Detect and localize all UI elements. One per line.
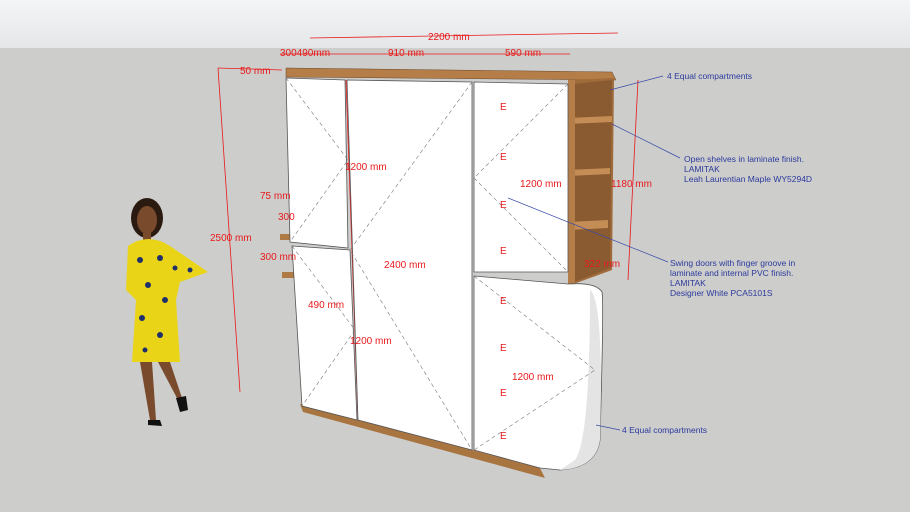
dim-shelf-b: 300: [278, 212, 295, 223]
dim-top-board: 50 mm: [240, 66, 271, 77]
note-line: laminate and internal PVC finish.: [670, 268, 794, 278]
note-line: Swing doors with finger groove in: [670, 258, 796, 268]
dim-middle-section: 910 mm: [388, 48, 425, 59]
open-shelves-unit: [568, 78, 614, 286]
curved-end-shadow: [560, 290, 601, 470]
dim-left-lower: 1200 mm: [350, 336, 392, 347]
dim-middle-height: 2400 mm: [384, 260, 426, 271]
dim-shelf-a: 75 mm: [260, 191, 291, 202]
note-line: LAMITAK: [670, 278, 706, 288]
door-marker: E: [500, 388, 507, 399]
door-marker: E: [500, 102, 507, 113]
dim-shelf-c: 300 mm: [260, 252, 297, 263]
note-line: Open shelves in laminate finish.: [684, 154, 805, 164]
note-top-compartments: 4 Equal compartments: [667, 71, 753, 81]
side-shelves: [280, 234, 296, 278]
dim-right-section: 590 mm: [505, 48, 542, 59]
dim-shelves-height: 1180 mm: [611, 179, 652, 190]
door-marker: E: [500, 152, 507, 163]
door-marker: E: [500, 200, 507, 211]
door-right-upper[interactable]: [473, 81, 569, 273]
dim-overall-height: 2500 mm: [210, 233, 252, 244]
note-bottom-compartments: 4 Equal compartments: [622, 425, 708, 435]
sky-background: [0, 0, 910, 48]
plinth: [300, 404, 545, 478]
top-board: [285, 67, 617, 81]
note-open-shelves: Open shelves in laminate finish. LAMITAK…: [684, 154, 812, 184]
note-line: Designer White PCA5101S: [670, 288, 773, 298]
note-line: LAMITAK: [684, 164, 720, 174]
door-marker: E: [500, 343, 507, 354]
door-marker: E: [500, 296, 507, 307]
dim-shelf-depth: 322 mm: [584, 259, 621, 270]
door-marker: E: [500, 431, 507, 442]
dim-left-lower-width: 490 mm: [308, 300, 345, 311]
leader-lines: [507, 75, 681, 431]
door-swing-lines: [285, 77, 596, 451]
dim-overall-width: 2200 mm: [428, 32, 470, 43]
dim-right-lower: 1200 mm: [512, 372, 554, 383]
dim-right-upper: 1200 mm: [520, 179, 562, 190]
note-swing-doors: Swing doors with finger groove in lamina…: [670, 258, 795, 298]
dim-left-upper: 1200 mm: [345, 162, 387, 173]
door-left-upper[interactable]: [285, 77, 349, 249]
note-line: Leah Laurentian Maple WY5294D: [684, 174, 813, 184]
person-figure: [126, 198, 208, 426]
door-marker: E: [500, 246, 507, 257]
door-left-lower[interactable]: [291, 245, 358, 421]
dim-left-section: 300490mm: [280, 48, 331, 59]
